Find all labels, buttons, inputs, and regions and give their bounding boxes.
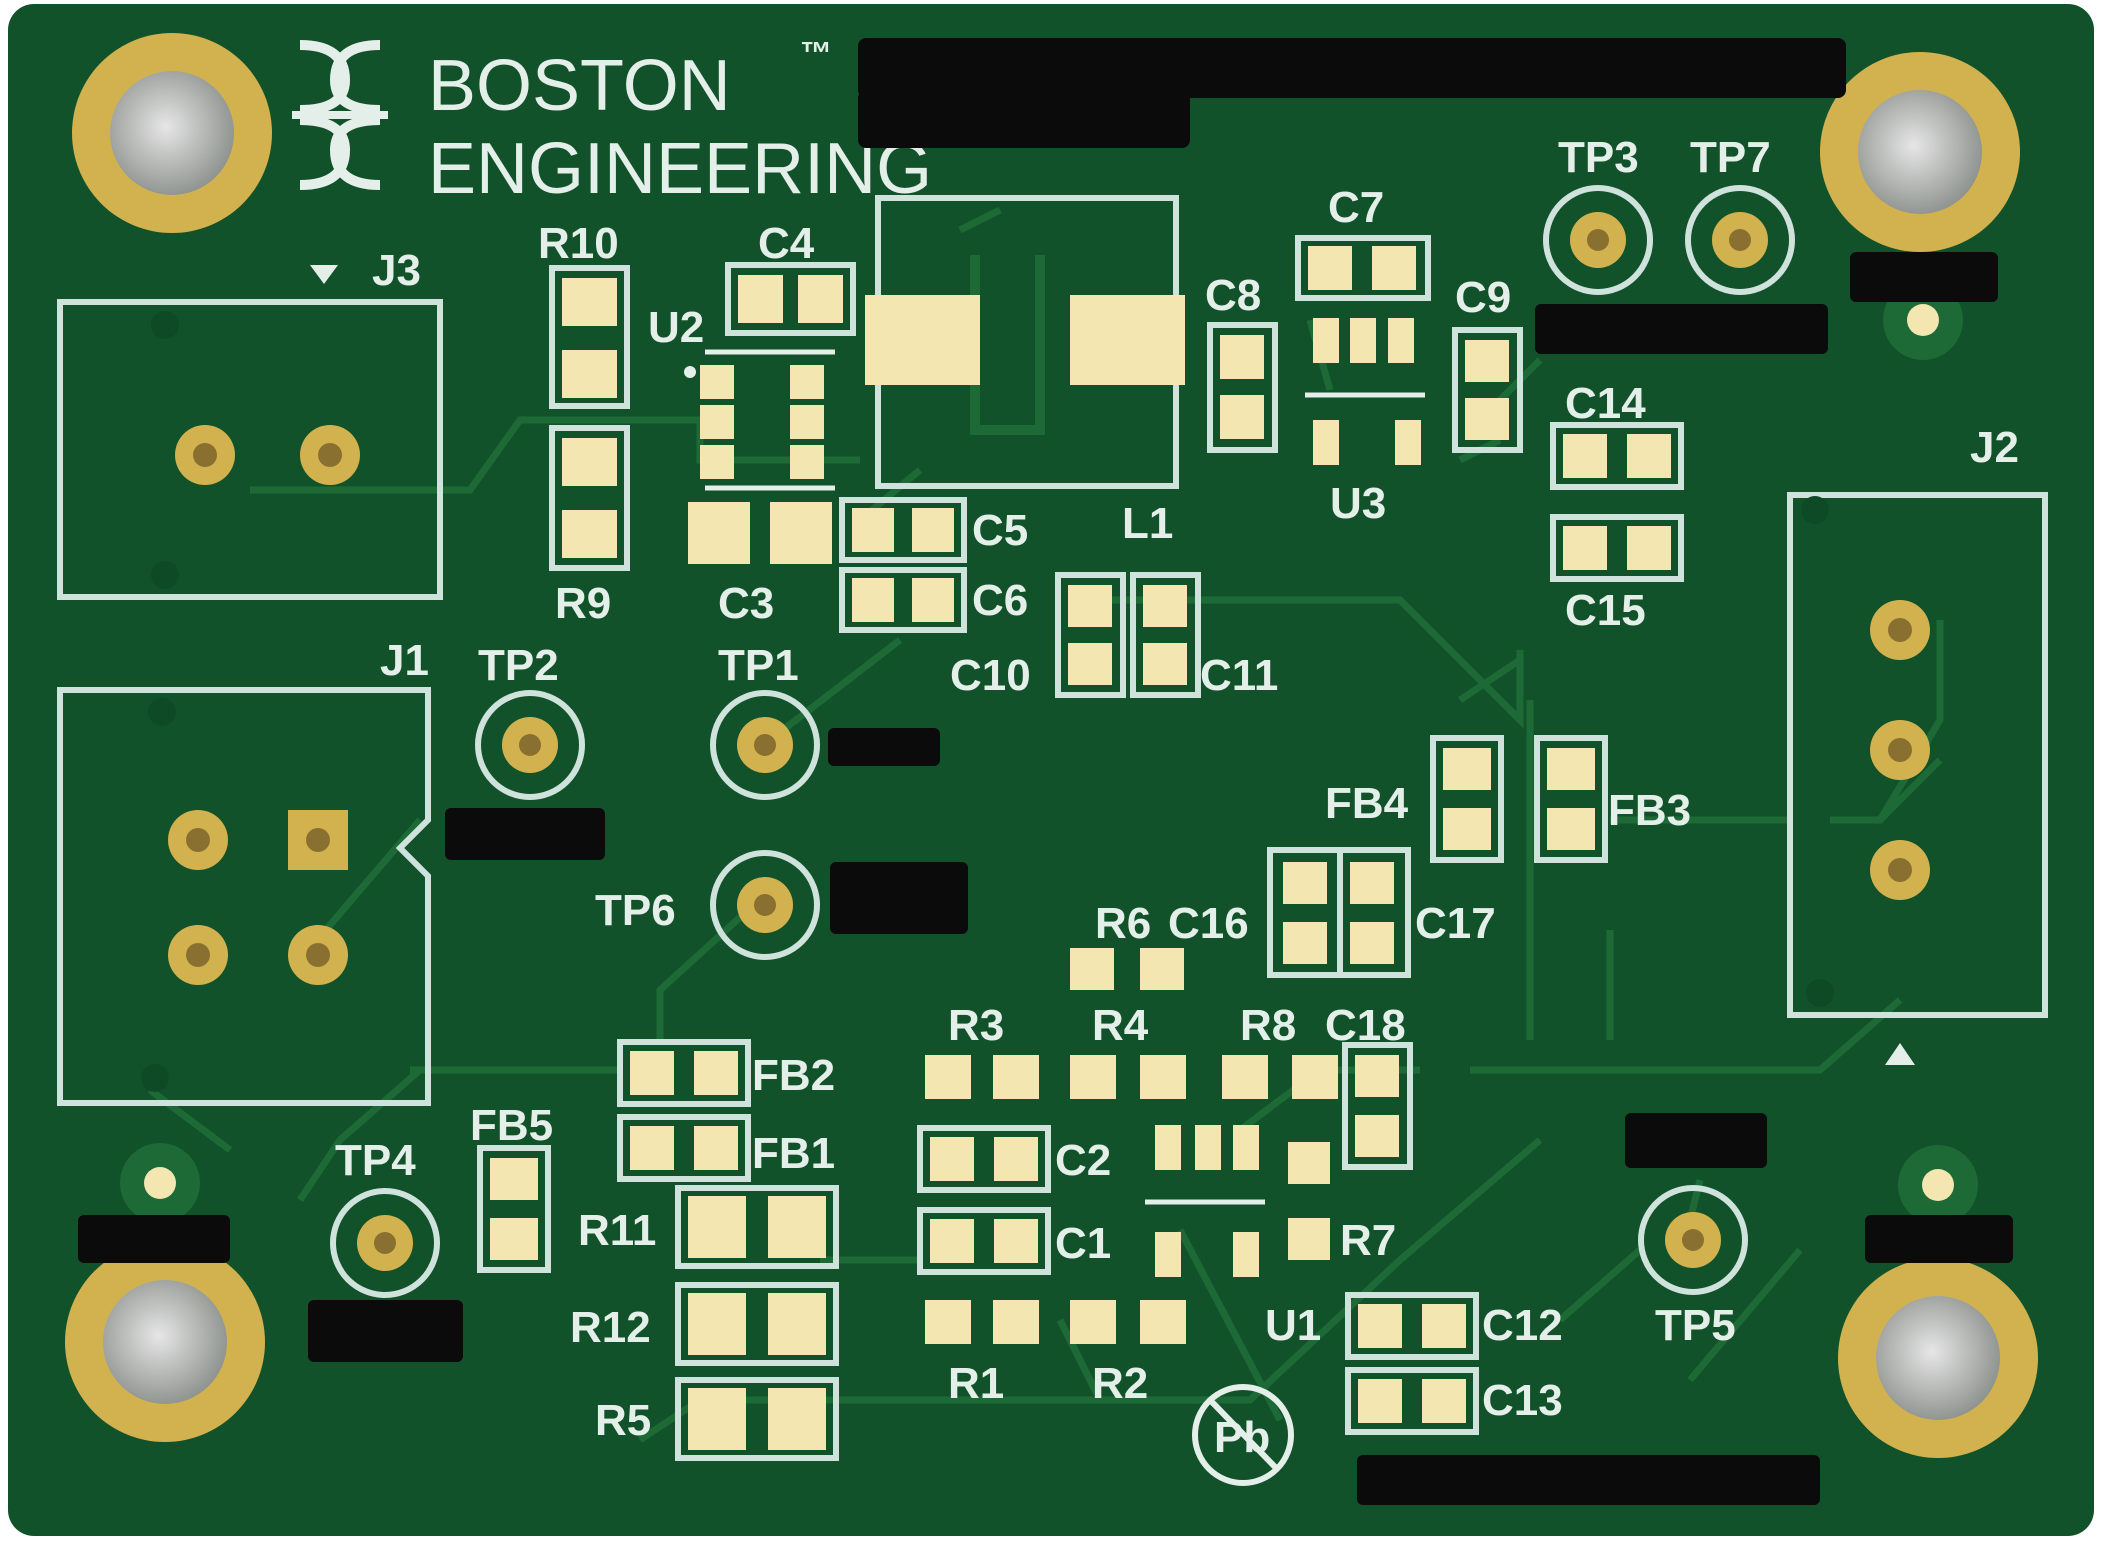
test-points xyxy=(330,185,1795,1298)
label-R9: R9 xyxy=(555,579,611,628)
capacitors-C12-C13 xyxy=(1345,1292,1479,1435)
label-TP2: TP2 xyxy=(478,641,559,690)
label-TP6: TP6 xyxy=(595,886,676,935)
capacitor-C8 xyxy=(1207,322,1278,453)
connector-J3 xyxy=(57,265,443,600)
label-C2: C2 xyxy=(1055,1136,1111,1185)
label-C12: C12 xyxy=(1482,1301,1563,1350)
ferrite-bead-FB5 xyxy=(477,1145,551,1273)
trademark-symbol: ™ xyxy=(800,35,832,71)
capacitor-C4 xyxy=(725,262,856,336)
label-R11: R11 xyxy=(578,1206,656,1255)
pb-free-text: Pb xyxy=(1214,1413,1270,1462)
label-R8: R8 xyxy=(1240,1001,1296,1050)
label-FB4: FB4 xyxy=(1325,779,1409,828)
resistor-R6 xyxy=(1070,948,1184,990)
capacitor-C18 xyxy=(1342,1042,1413,1170)
label-R7: R7 xyxy=(1340,1216,1396,1265)
connector-J1 xyxy=(57,687,431,1106)
label-R6: R6 xyxy=(1095,899,1151,948)
capacitors-C10-C11 xyxy=(1055,572,1201,698)
label-R2: R2 xyxy=(1092,1359,1148,1408)
label-C7: C7 xyxy=(1328,183,1384,232)
boston-engineering-logo: BOSTON ENGINEERING ™ xyxy=(292,35,932,209)
label-C5: C5 xyxy=(972,506,1028,555)
silkscreen-labels: J3 J1 J2 TP2 TP1 TP6 TP4 TP3 TP7 TP5 R10… xyxy=(335,133,2019,1445)
solder-mask xyxy=(8,4,2094,1536)
copper-traces xyxy=(147,206,1944,1443)
label-R10: R10 xyxy=(538,219,619,268)
label-J2: J2 xyxy=(1970,423,2019,472)
label-C13: C13 xyxy=(1482,1376,1563,1425)
resistors-R10-R9 xyxy=(549,265,630,571)
label-C9: C9 xyxy=(1455,273,1511,322)
label-R4: R4 xyxy=(1092,1001,1149,1050)
label-L1: L1 xyxy=(1122,499,1173,548)
label-C8: C8 xyxy=(1205,271,1261,320)
label-FB5: FB5 xyxy=(470,1101,553,1150)
label-TP7: TP7 xyxy=(1690,133,1771,182)
label-C18: C18 xyxy=(1325,1001,1406,1050)
capacitors-C2-C1 xyxy=(917,1125,1051,1275)
label-TP5: TP5 xyxy=(1655,1301,1736,1350)
label-TP1: TP1 xyxy=(718,641,799,690)
label-FB3: FB3 xyxy=(1608,786,1691,835)
capacitors-C5-C6 xyxy=(839,497,967,633)
label-U1: U1 xyxy=(1265,1301,1321,1350)
ferrite-beads-FB2-FB1 xyxy=(617,1039,751,1182)
label-U2: U2 xyxy=(648,303,704,352)
label-R3: R3 xyxy=(948,1001,1004,1050)
capacitors-C14-C15 xyxy=(1550,422,1684,582)
label-U3: U3 xyxy=(1330,479,1386,528)
ic-U3 xyxy=(1305,318,1425,465)
label-FB1: FB1 xyxy=(752,1129,835,1178)
ic-U2 xyxy=(684,349,835,491)
label-C16: C16 xyxy=(1168,899,1249,948)
label-R12: R12 xyxy=(570,1303,651,1352)
resistors-R11-R12-R5 xyxy=(675,1185,839,1461)
label-C17: C17 xyxy=(1415,899,1496,948)
capacitor-C9 xyxy=(1452,327,1523,453)
capacitor-C7 xyxy=(1295,235,1431,301)
ferrite-beads-FB4-FB3 xyxy=(1430,735,1608,863)
capacitor-C3 xyxy=(688,502,832,564)
label-TP4: TP4 xyxy=(335,1136,416,1185)
label-C3: C3 xyxy=(718,579,774,628)
label-C6: C6 xyxy=(972,576,1028,625)
capacitors-C16-C17 xyxy=(1267,847,1411,978)
ic-U1 xyxy=(1145,1125,1265,1277)
label-J1: J1 xyxy=(380,636,429,685)
inductor-L1 xyxy=(865,195,1185,489)
label-R1: R1 xyxy=(948,1359,1004,1408)
resistors-R3-R4-R8 xyxy=(925,1055,1338,1099)
label-TP3: TP3 xyxy=(1558,133,1639,182)
label-J3: J3 xyxy=(372,246,421,295)
redaction-bars xyxy=(78,38,2013,1505)
resistors-R1-R2 xyxy=(925,1300,1186,1344)
lead-free-mark: Pb xyxy=(1192,1384,1294,1486)
label-C11: C11 xyxy=(1200,651,1278,700)
logo-line-2: ENGINEERING xyxy=(428,129,932,209)
label-C1: C1 xyxy=(1055,1219,1111,1268)
label-C10: C10 xyxy=(950,651,1031,700)
label-C15: C15 xyxy=(1565,586,1646,635)
connector-J2 xyxy=(1787,492,2048,1065)
mounting-holes xyxy=(65,33,2038,1458)
label-R5: R5 xyxy=(595,1396,651,1445)
resistor-R7 xyxy=(1288,1142,1330,1260)
label-C14: C14 xyxy=(1565,379,1646,428)
label-FB2: FB2 xyxy=(752,1051,835,1100)
label-C4: C4 xyxy=(758,219,815,268)
logo-line-1: BOSTON xyxy=(428,46,731,126)
